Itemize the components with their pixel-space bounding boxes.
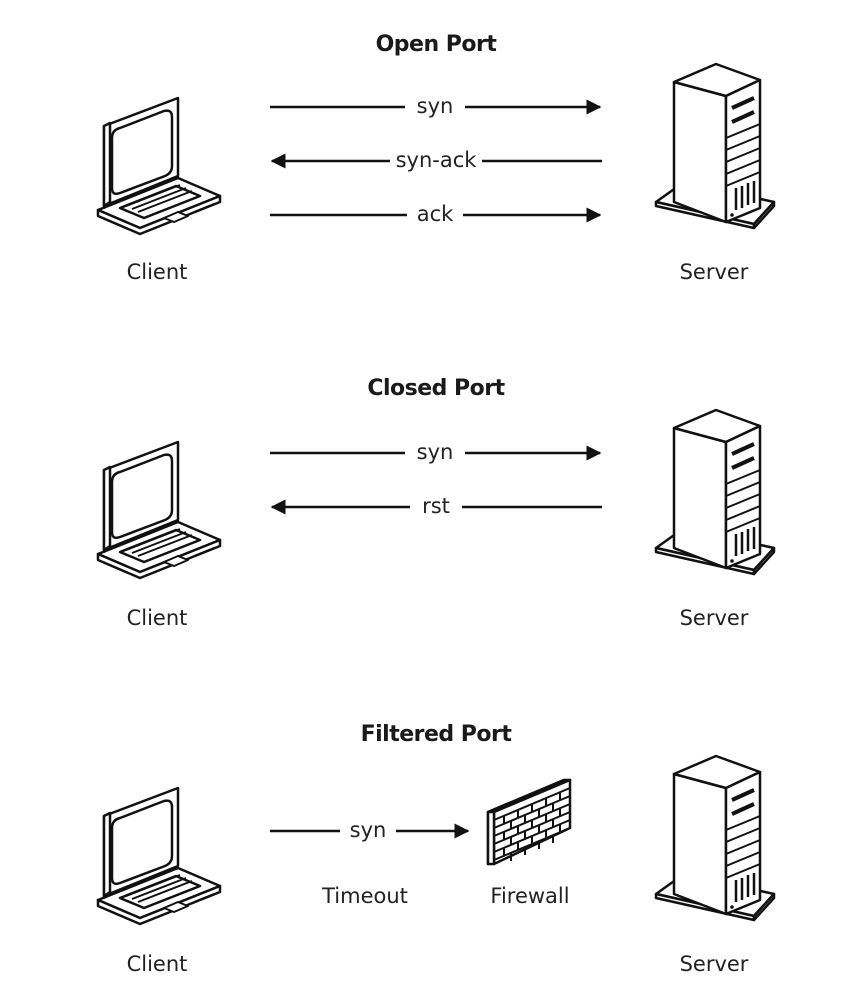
client-label: Client [127,952,188,976]
message-arrow: syn [270,818,470,842]
server-tower-icon [654,62,776,230]
server-label: Server [680,260,749,284]
section-title: Closed Port [367,376,505,401]
server-label: Server [680,952,749,976]
section-open-port: Open Port syn syn-ack ack Client Server [96,32,776,284]
message-label: rst [422,494,450,518]
message-arrow: ack [270,202,602,226]
client-label: Client [127,260,188,284]
section-title: Filtered Port [361,722,513,747]
server-label: Server [680,606,749,630]
message-label: syn [417,94,454,118]
message-arrow: rst [270,494,602,518]
server-tower-icon [654,754,776,922]
message-arrow: syn-ack [270,148,602,172]
message-arrow: syn [270,94,602,118]
section-filtered-port: Filtered Port syn Timeout Firewall Clien… [96,722,776,976]
laptop-icon [96,440,222,580]
message-arrow: syn [270,440,602,464]
message-label: syn [417,440,454,464]
section-title: Open Port [376,32,498,57]
message-label: syn-ack [396,148,478,172]
server-tower-icon [654,408,776,576]
section-closed-port: Closed Port syn rst Client Server [96,376,776,630]
message-label: syn [350,818,387,842]
client-label: Client [127,606,188,630]
message-label: ack [417,202,454,226]
laptop-icon [96,786,222,926]
laptop-icon [96,96,222,236]
timeout-label: Timeout [321,884,408,908]
firewall-label: Firewall [490,884,569,908]
brick-wall-icon [486,778,572,866]
